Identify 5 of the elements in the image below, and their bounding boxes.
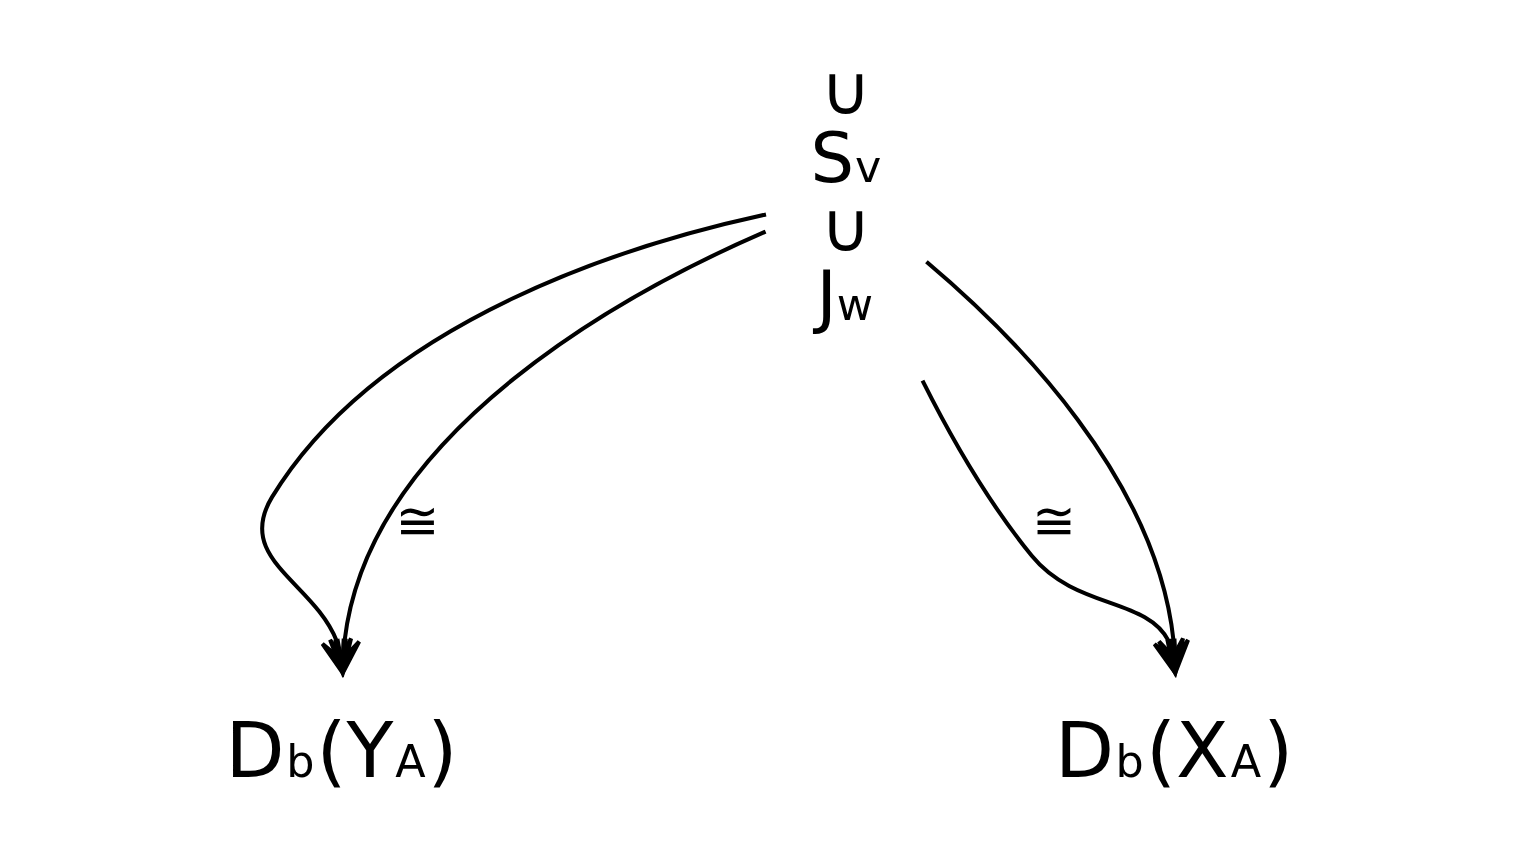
node-text: Db(YA) xyxy=(225,705,458,795)
node-text: Db(XA) xyxy=(1054,705,1293,795)
node-text: ∪ Sv ∪ Jw xyxy=(810,49,881,336)
edge-label: ≅ xyxy=(1031,490,1076,552)
edge-label: ≅ xyxy=(394,490,439,552)
